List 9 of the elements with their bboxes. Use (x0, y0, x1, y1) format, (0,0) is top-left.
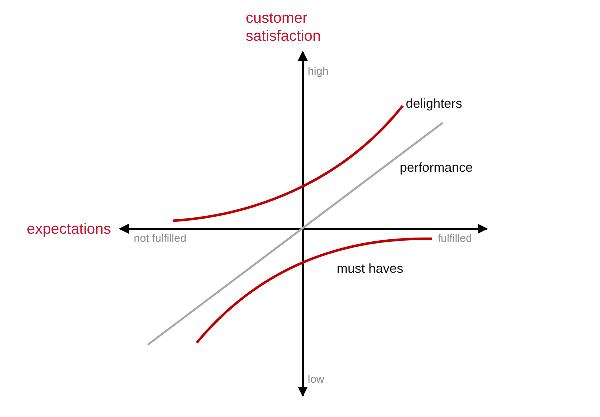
axis-end-label: not fulfilled (134, 232, 187, 247)
axis-title: expectations (27, 220, 112, 240)
curve-label: must haves (337, 260, 404, 278)
curve-label: delighters (406, 95, 462, 113)
axis-end-label: fulfilled (438, 232, 472, 247)
axis-end-label: low (308, 373, 325, 388)
axis-end-label: high (308, 65, 329, 80)
axis-title: customer satisfaction (246, 10, 322, 46)
curve-label: performance (400, 159, 473, 177)
